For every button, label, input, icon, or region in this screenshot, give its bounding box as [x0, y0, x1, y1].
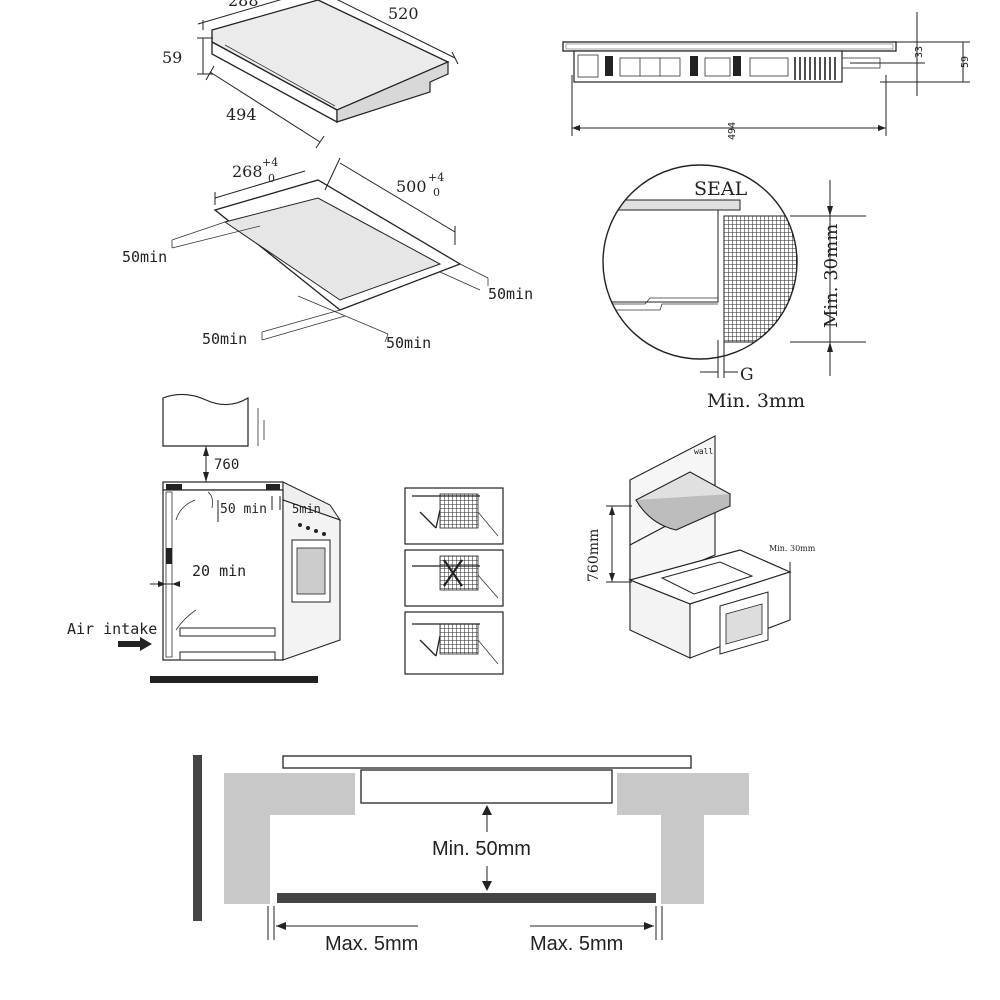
cutout-min-front-right: 50min [386, 334, 431, 352]
cutout-depth-tol-top: +4 [262, 156, 278, 169]
hob-height-label: 59 [162, 48, 182, 67]
hob-plate [282, 755, 692, 769]
hob-front-label: 494 [226, 105, 257, 124]
ventilation-section: Min. 50mm Max. 5mm Max. 5mm [193, 755, 749, 955]
max-right-label: Max. 5mm [530, 933, 623, 955]
min-gap-label: Min. 50mm [432, 838, 531, 860]
cutout-width-tol-bottom: 0 [433, 186, 440, 199]
cutout-depth-label: 268 [232, 162, 263, 181]
cutout-width-tol-top: +4 [428, 171, 444, 184]
gap-label: G [740, 365, 754, 385]
wall-label: wall [694, 447, 713, 456]
air-intake-label: Air intake [67, 620, 157, 638]
side-width-label: 494 [727, 122, 738, 140]
hob-side-profile: 33 59 494 [562, 12, 971, 140]
install-steps [404, 487, 504, 675]
seal-min-height: Min. 30mm [821, 224, 842, 328]
kitchen-min-label: Min. 30mm [769, 544, 816, 553]
hob-body [360, 769, 613, 804]
side-clearance-label: 5min [292, 502, 321, 516]
kitchen-isometric: wall 760mm Min. 30mm [586, 435, 816, 659]
hob-depth-label: 288 [228, 0, 259, 10]
hob-width-label: 520 [388, 4, 419, 23]
cutout-dimension-view: 268 +4 0 500 +4 0 50min 50min 50min 50mi… [122, 156, 533, 352]
side-thickness-label: 33 [914, 46, 925, 58]
seal-detail: SEAL Min. 30mm G Min. 3mm [602, 164, 866, 412]
cabinet-ventilation-view: 760 50 min 5min 20 min Air intake [67, 393, 342, 683]
gap-min-label: Min. 3mm [707, 390, 805, 412]
install-step-2 [404, 549, 504, 607]
side-height-label: 59 [960, 56, 971, 68]
hob-dimension-view: 288 520 59 494 [162, 0, 459, 149]
cutout-width-label: 500 [396, 177, 427, 196]
wall-clearance-label: 20 min [192, 562, 246, 580]
cutout-min-left: 50min [122, 248, 167, 266]
cutout-min-front-left: 50min [202, 330, 247, 348]
cabinet-height-label: 760 [214, 457, 239, 473]
install-step-1 [404, 487, 504, 545]
kitchen-height-label: 760mm [586, 529, 602, 582]
seal-label: SEAL [694, 178, 748, 200]
cutout-min-right: 50min [488, 285, 533, 303]
wall-bar [193, 755, 202, 921]
install-step-3 [404, 611, 504, 675]
back-clearance-label: 50 min [220, 502, 267, 517]
max-left-label: Max. 5mm [325, 933, 418, 955]
cutout-depth-tol-bottom: 0 [268, 172, 275, 185]
bottom-panel [277, 893, 656, 903]
